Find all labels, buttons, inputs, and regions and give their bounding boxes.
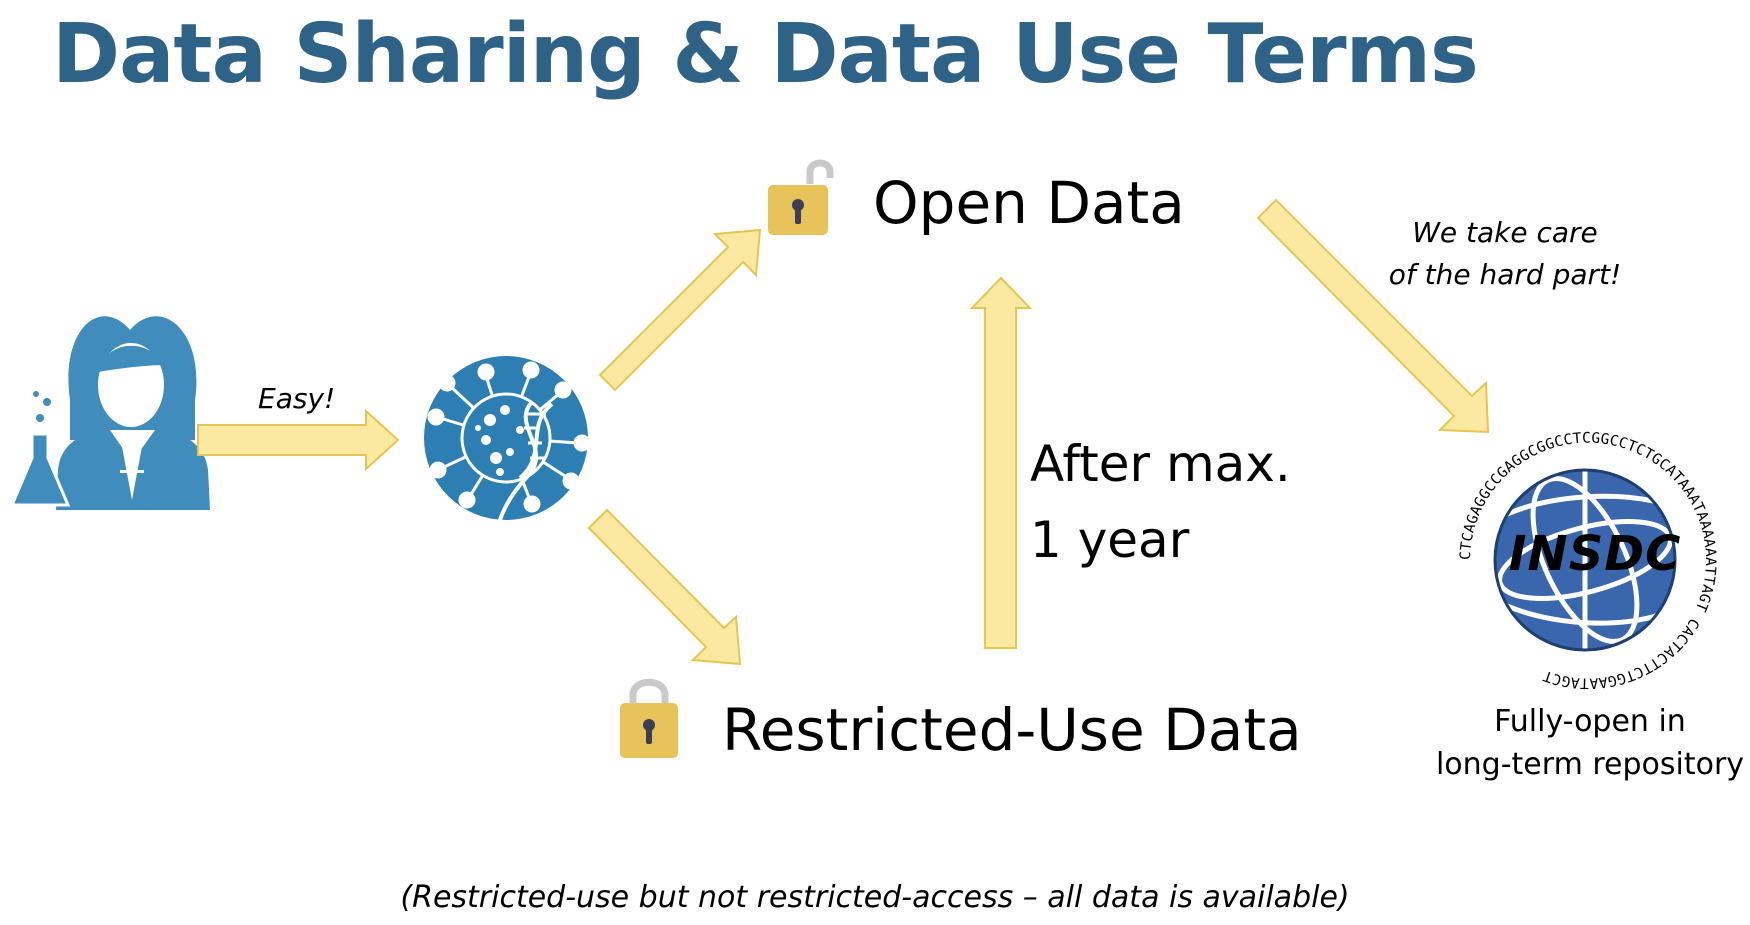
after-max-one-year-label: After max. 1 year [1030,426,1291,578]
open-data-label: Open Data [873,169,1185,237]
after-label-line2: 1 year [1030,511,1190,569]
arrow-after-one-year [969,276,1033,649]
insdc-globe-icon: CTCAGAGGCCGAGGCGGCCTCGGCCTCTGCATAAATAAAA… [1458,431,1718,691]
arrow-to-restricted-data [587,508,742,666]
repository-caption: Fully-open in long-term repository [1430,700,1750,786]
locked-padlock-icon [620,678,678,758]
arrow-to-open-data [598,228,762,392]
unlocked-padlock-icon [768,159,834,235]
footnote: (Restricted-use but not restricted-acces… [400,880,1350,915]
after-label-line1: After max. [1030,435,1291,493]
arrow-to-insdc [1256,198,1490,434]
care-line2: of the hard part! [1388,258,1622,291]
insdc-label: INSDC [1508,526,1682,582]
hard-part-note: We take care of the hard part! [1380,212,1630,296]
easy-label: Easy! [258,382,336,415]
care-line1: We take care [1412,216,1598,249]
repository-line2: long-term repository [1435,747,1745,782]
virus-dna-icon [424,356,591,521]
repository-line1: Fully-open in [1494,704,1686,739]
arrow-easy [197,408,400,472]
restricted-use-data-label: Restricted-Use Data [722,696,1302,764]
page-title: Data Sharing & Data Use Terms [52,7,1479,102]
scientist-icon [9,316,210,510]
